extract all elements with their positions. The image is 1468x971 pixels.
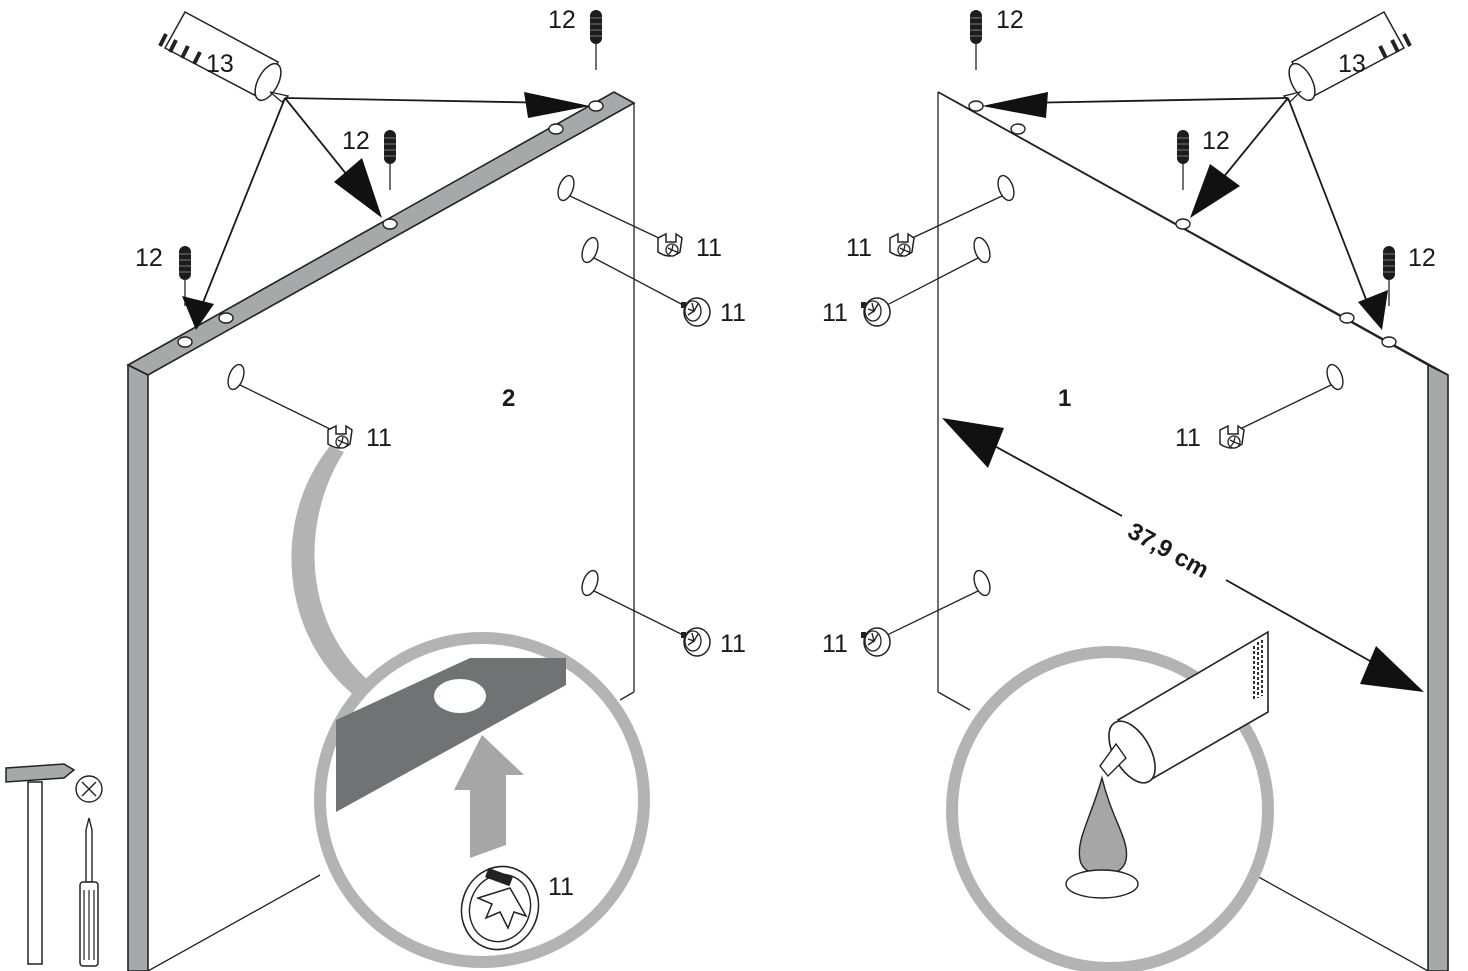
dowel-12 — [969, 9, 983, 71]
dowel-12 — [383, 129, 397, 191]
panel-2-front-edge — [127, 363, 149, 971]
part-label-11: 11 — [548, 873, 574, 901]
cam-bolt-hole — [548, 123, 564, 135]
cam-lock — [889, 233, 915, 257]
glue-detail-callout — [946, 630, 1274, 971]
cam-bolt-hole — [1010, 123, 1026, 135]
hole-detail-callout — [291, 446, 650, 968]
part-label-12: 12 — [135, 244, 163, 272]
panel-1-top-edge — [937, 91, 1449, 376]
dimension-label: 37,9 cm — [1123, 518, 1213, 584]
part-label-11: 11 — [822, 630, 848, 658]
panel-1 — [860, 91, 1449, 971]
dowel-hole — [588, 100, 604, 112]
panel-number-label: 1 — [1058, 385, 1071, 412]
part-label-13: 13 — [1338, 50, 1366, 78]
part-label-12: 12 — [1202, 127, 1230, 155]
dowel-hole — [1175, 218, 1191, 230]
part-label-12: 12 — [996, 6, 1024, 34]
cam-lock — [860, 297, 891, 327]
cam-lock — [460, 865, 540, 951]
part-label-12: 12 — [548, 6, 576, 34]
cam-lock — [680, 627, 711, 657]
panel-number-label: 2 — [502, 385, 515, 412]
part-label-11: 11 — [846, 234, 872, 262]
part-label-11: 11 — [720, 299, 746, 327]
part-label-11: 11 — [696, 234, 722, 262]
part-label-11: 11 — [366, 424, 392, 452]
dowel-12 — [589, 9, 603, 71]
panel-2 — [126, 91, 711, 971]
part-label-13: 13 — [206, 50, 234, 78]
dimension-line: 37,9 cm — [942, 418, 1424, 692]
cam-lock — [327, 425, 353, 449]
dowel-hole — [177, 336, 193, 348]
cam-lock — [1219, 425, 1245, 449]
phillips-screwdriver-icon — [79, 817, 99, 967]
no-power-drill-icon — [75, 775, 103, 803]
cam-lock — [657, 233, 683, 257]
part-label-11: 11 — [720, 630, 746, 658]
part-label-11: 11 — [1175, 424, 1201, 452]
cam-bolt-hole — [218, 312, 234, 324]
hammer-icon — [5, 763, 76, 965]
glue-tube-icon — [158, 10, 290, 103]
part-label-11: 11 — [822, 299, 848, 327]
dowel-hole — [382, 218, 398, 230]
dowel-hole — [1381, 336, 1397, 348]
part-label-12: 12 — [1408, 244, 1436, 272]
dowel-12 — [1176, 129, 1190, 191]
cam-bolt-hole — [1339, 312, 1355, 324]
part-label-12: 12 — [342, 127, 370, 155]
cam-lock — [860, 627, 891, 657]
glue-tube-icon — [1282, 10, 1412, 103]
cam-lock — [680, 297, 711, 327]
panel-1-front-edge — [1427, 363, 1449, 971]
dowel-hole — [968, 100, 984, 112]
